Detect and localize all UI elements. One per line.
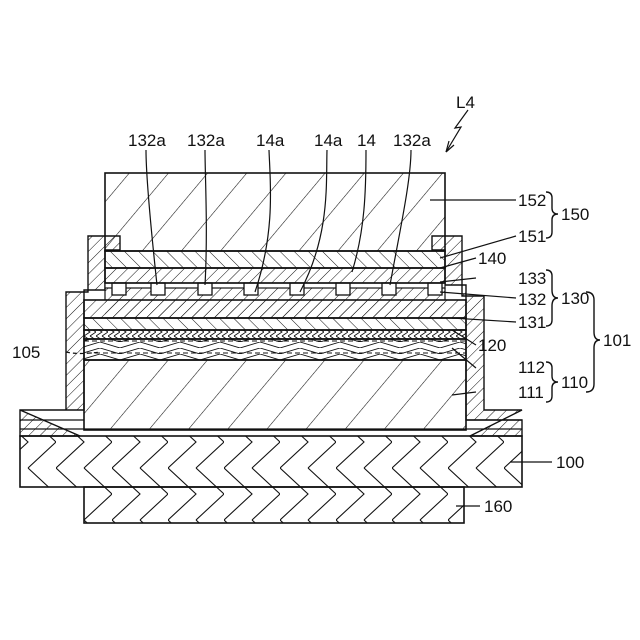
label-105: 105 xyxy=(12,343,40,362)
label-131: 131 xyxy=(518,313,546,332)
layer-120 xyxy=(84,330,466,339)
label-160: 160 xyxy=(484,497,512,516)
bottom-electrode-160 xyxy=(84,487,464,523)
brace-150 xyxy=(546,192,558,238)
label-14a: 14a xyxy=(314,131,343,150)
brace-110 xyxy=(546,362,558,402)
label-120: 120 xyxy=(478,336,506,355)
group-label-101: 101 xyxy=(603,331,631,350)
label-14: 14 xyxy=(357,131,376,150)
label-133: 133 xyxy=(518,269,546,288)
substrate-100 xyxy=(20,436,522,487)
label-140: 140 xyxy=(478,249,506,268)
opening-132a xyxy=(428,283,442,295)
label-111: 111 xyxy=(518,383,544,402)
brace-130 xyxy=(546,270,558,326)
label-132a: 132a xyxy=(128,131,166,150)
label-132a: 132a xyxy=(187,131,225,150)
opening-132a xyxy=(151,283,165,295)
opening-132a xyxy=(336,283,350,295)
layer-111 xyxy=(84,360,466,430)
label-151: 151 xyxy=(518,227,546,246)
figure-arrow xyxy=(446,110,468,152)
label-112: 112 xyxy=(518,358,545,377)
label-100: 100 xyxy=(556,453,584,472)
opening-132a xyxy=(382,283,396,295)
layer-132 xyxy=(84,288,466,318)
label-152: 152 xyxy=(518,191,546,210)
figure-label: L4 xyxy=(456,93,475,112)
layer-131 xyxy=(84,318,466,330)
layer-112 xyxy=(84,339,466,360)
label-132: 132 xyxy=(518,290,546,309)
layer-152 xyxy=(105,173,445,251)
group-label-130: 130 xyxy=(561,289,589,308)
label-132a: 132a xyxy=(393,131,431,150)
group-label-150: 150 xyxy=(561,205,589,224)
group-label-110: 110 xyxy=(561,373,588,392)
label-14a: 14a xyxy=(256,131,285,150)
